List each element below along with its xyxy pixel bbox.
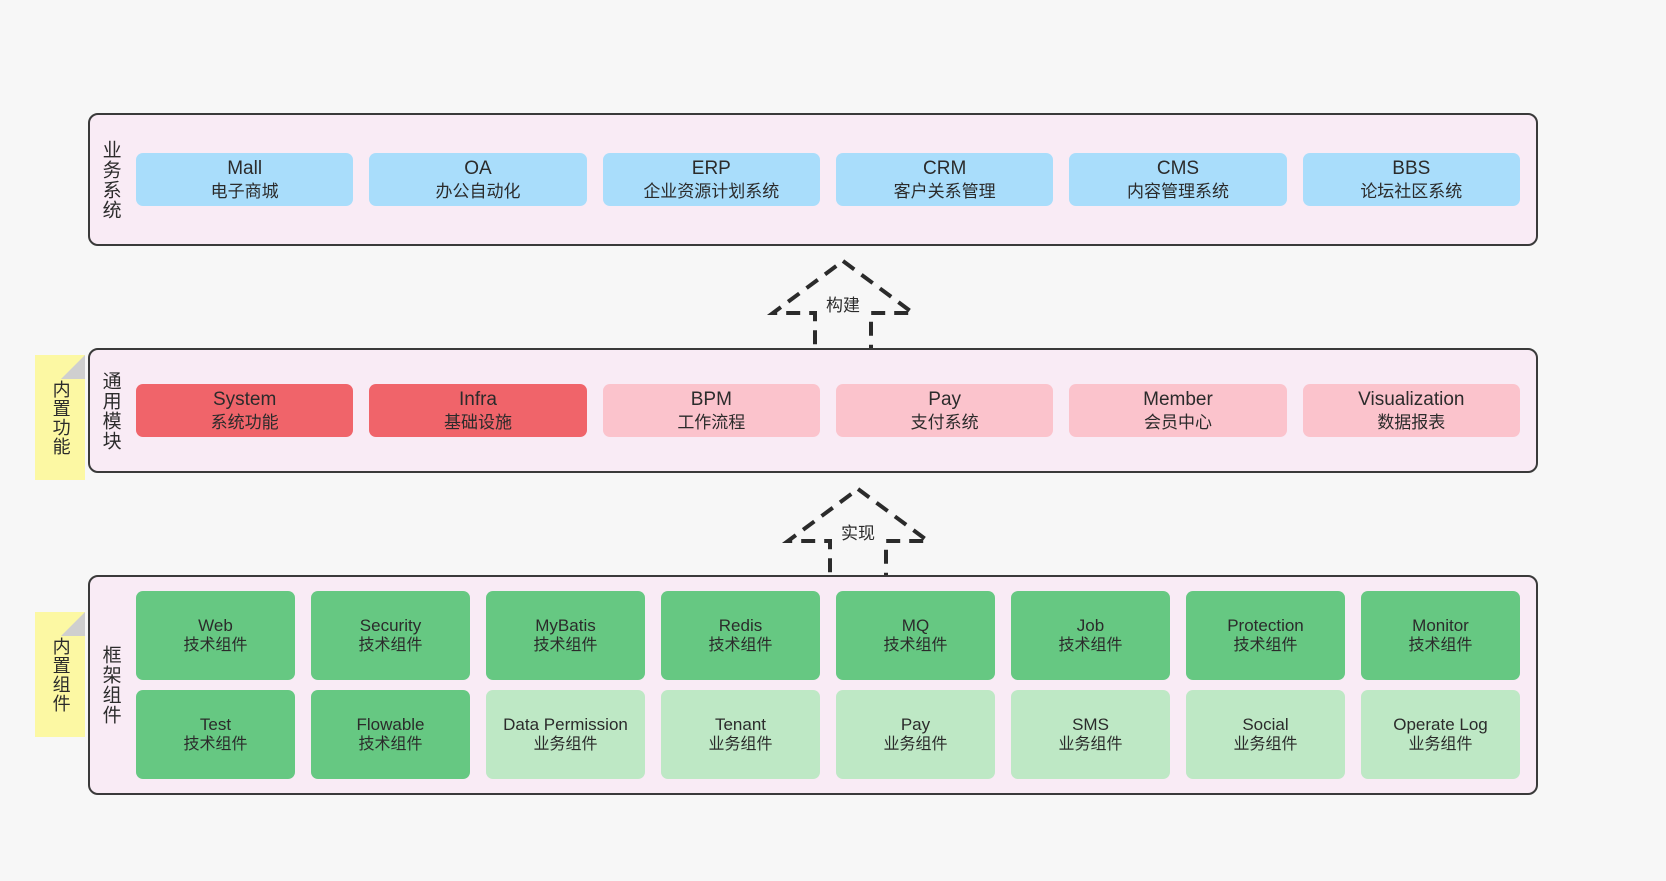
node-subtitle: 技术组件 (1058, 637, 1123, 655)
node-subtitle: 技术组件 (1408, 637, 1473, 655)
node-social[interactable]: Social 业务组件 (1186, 690, 1345, 779)
node-title: Web (198, 616, 233, 636)
node-sms[interactable]: SMS 业务组件 (1011, 690, 1170, 779)
node-subtitle: 业务组件 (883, 736, 948, 754)
node-subtitle: 企业资源计划系统 (643, 181, 780, 201)
node-bpm[interactable]: BPM 工作流程 (602, 384, 820, 437)
framework-components-grid: Web 技术组件 Security 技术组件 MyBatis 技术组件 Redi… (130, 577, 1536, 793)
node-subtitle: 支付系统 (910, 412, 979, 432)
node-title: Visualization (1358, 389, 1465, 411)
sticky-note-builtin-functions: 内置功能 (35, 355, 85, 480)
node-subtitle: 技术组件 (708, 637, 773, 655)
node-subtitle: 论坛社区系统 (1360, 181, 1463, 201)
node-subtitle: 基础设施 (443, 412, 512, 432)
node-title: Job (1076, 616, 1105, 636)
node-title: Operate Log (1393, 715, 1488, 735)
node-erp[interactable]: ERP 企业资源计划系统 (602, 153, 820, 206)
node-pay-component[interactable]: Pay 业务组件 (836, 690, 995, 779)
sticky-note-label: 内置组件 (50, 636, 71, 713)
node-subtitle: 技术组件 (183, 637, 248, 655)
node-web[interactable]: Web 技术组件 (136, 591, 295, 680)
node-title: Infra (458, 389, 497, 411)
node-subtitle: 数据报表 (1377, 412, 1446, 432)
node-subtitle: 技术组件 (358, 637, 423, 655)
node-subtitle: 会员中心 (1143, 412, 1212, 432)
node-monitor[interactable]: Monitor 技术组件 (1361, 591, 1520, 680)
node-title: Tenant (714, 715, 767, 735)
section-business-systems: 业务系统 Mall 电子商城 OA 办公自动化 ERP 企业资源计划系统 CRM… (88, 113, 1538, 246)
node-title: Pay (900, 715, 931, 735)
section-label-business-systems: 业务系统 (99, 139, 121, 220)
node-subtitle: 系统功能 (210, 412, 279, 432)
node-subtitle: 技术组件 (183, 736, 248, 754)
node-mq[interactable]: MQ 技术组件 (836, 591, 995, 680)
node-title: SMS (1072, 715, 1109, 735)
node-crm[interactable]: CRM 客户关系管理 (835, 153, 1054, 206)
node-subtitle: 业务组件 (1408, 736, 1473, 754)
node-infra[interactable]: Infra 基础设施 (369, 384, 587, 437)
node-subtitle: 办公自动化 (435, 181, 521, 201)
node-title: BPM (690, 389, 732, 411)
node-bbs[interactable]: BBS 论坛社区系统 (1302, 153, 1520, 206)
sticky-note-builtin-components: 内置组件 (35, 612, 85, 737)
node-data-permission[interactable]: Data Permission 业务组件 (486, 690, 645, 779)
node-subtitle: 技术组件 (533, 637, 598, 655)
node-title: MQ (901, 616, 930, 636)
node-title: Mall (227, 158, 263, 180)
node-title: Monitor (1412, 616, 1469, 636)
node-subtitle: 技术组件 (883, 637, 948, 655)
node-subtitle: 技术组件 (358, 736, 423, 754)
node-title: OA (464, 158, 492, 180)
node-title: Pay (928, 389, 962, 411)
node-system[interactable]: System 系统功能 (136, 384, 354, 437)
node-subtitle: 业务组件 (708, 736, 773, 754)
node-title: CRM (923, 158, 967, 180)
node-subtitle: 业务组件 (1058, 736, 1123, 754)
node-subtitle: 客户关系管理 (893, 181, 996, 201)
node-title: BBS (1392, 158, 1431, 180)
node-cms[interactable]: CMS 内容管理系统 (1069, 153, 1287, 206)
section-label-common-modules: 通用模块 (99, 370, 121, 451)
node-title: ERP (691, 158, 731, 180)
node-subtitle: 工作流程 (677, 412, 746, 432)
node-redis[interactable]: Redis 技术组件 (661, 591, 820, 680)
node-title: Security (359, 616, 422, 636)
node-pay-module[interactable]: Pay 支付系统 (835, 384, 1054, 437)
node-test[interactable]: Test 技术组件 (136, 690, 295, 779)
section-common-modules: 通用模块 System 系统功能 Infra 基础设施 BPM 工作流程 Pay… (88, 348, 1538, 473)
node-operate-log[interactable]: Operate Log 业务组件 (1361, 690, 1520, 779)
node-title: Social (1242, 715, 1289, 735)
node-mybatis[interactable]: MyBatis 技术组件 (486, 591, 645, 680)
node-subtitle: 业务组件 (533, 736, 598, 754)
section-framework-components: 框架组件 Web 技术组件 Security 技术组件 MyBatis 技术组件… (88, 575, 1538, 795)
section-label-framework-components: 框架组件 (99, 645, 121, 725)
node-title: System (212, 389, 277, 411)
node-tenant[interactable]: Tenant 业务组件 (661, 690, 820, 779)
common-modules-grid: System 系统功能 Infra 基础设施 BPM 工作流程 Pay 支付系统… (130, 350, 1536, 471)
node-title: Protection (1227, 616, 1304, 636)
node-subtitle: 电子商城 (210, 181, 279, 201)
node-member[interactable]: Member 会员中心 (1069, 384, 1287, 437)
node-title: MyBatis (535, 616, 596, 636)
node-job[interactable]: Job 技术组件 (1011, 591, 1170, 680)
node-title: CMS (1156, 158, 1200, 180)
node-title: Flowable (356, 715, 425, 735)
node-subtitle: 技术组件 (1233, 637, 1298, 655)
node-subtitle: 业务组件 (1233, 736, 1298, 754)
node-oa[interactable]: OA 办公自动化 (369, 153, 587, 206)
node-title: Redis (718, 616, 763, 636)
node-flowable[interactable]: Flowable 技术组件 (311, 690, 470, 779)
node-protection[interactable]: Protection 技术组件 (1186, 591, 1345, 680)
node-security[interactable]: Security 技术组件 (311, 591, 470, 680)
arrow-build: 构建 (753, 255, 933, 355)
business-systems-grid: Mall 电子商城 OA 办公自动化 ERP 企业资源计划系统 CRM 客户关系… (130, 115, 1536, 244)
node-visualization[interactable]: Visualization 数据报表 (1302, 384, 1520, 437)
node-subtitle: 内容管理系统 (1126, 181, 1229, 201)
arrow-implement: 实现 (768, 483, 948, 583)
node-title: Test (199, 715, 232, 735)
node-title: Member (1143, 389, 1213, 411)
node-mall[interactable]: Mall 电子商城 (136, 153, 354, 206)
node-title: Data Permission (503, 715, 628, 735)
sticky-note-label: 内置功能 (50, 379, 71, 456)
